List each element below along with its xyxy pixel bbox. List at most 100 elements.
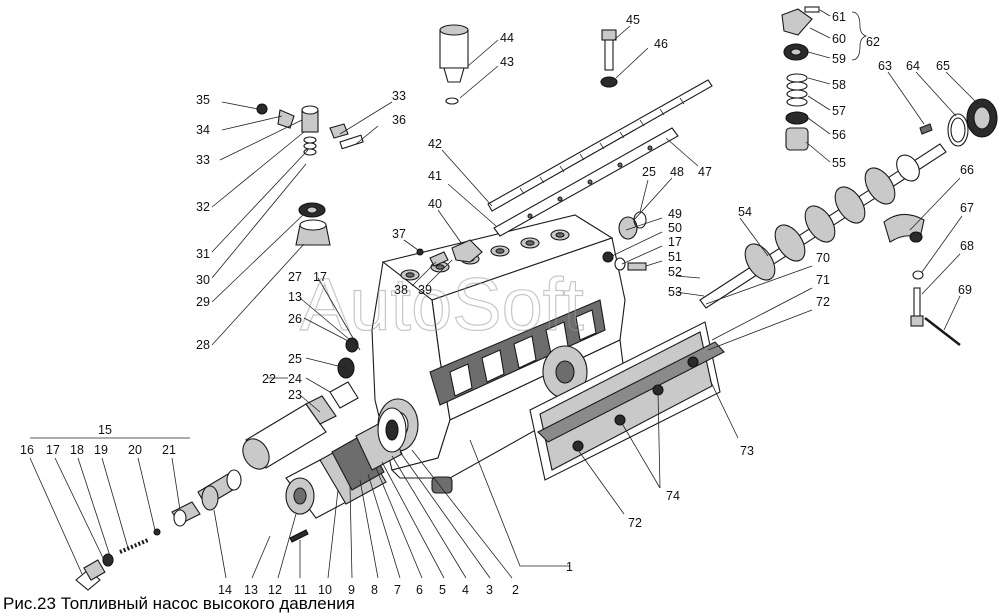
callout-48: 48	[670, 165, 684, 179]
figure-caption: Рис.23 Топливный насос высокого давления	[3, 594, 355, 613]
callout-6: 6	[416, 583, 423, 597]
callout-33-right: 33	[392, 89, 406, 103]
callout-66: 66	[960, 163, 974, 177]
callout-55: 55	[832, 156, 846, 170]
control-rack	[487, 79, 713, 212]
plug	[431, 476, 453, 494]
callout-65: 65	[936, 59, 950, 73]
callout-50: 50	[668, 221, 682, 235]
bolt-51	[627, 262, 647, 271]
callout-59: 59	[832, 52, 846, 66]
callout-60: 60	[832, 32, 846, 46]
callout-10: 10	[318, 583, 332, 597]
callout-labels: 1 2 3 4 5 6 7 8 9 10 11 12 13 14 15 16 1…	[20, 10, 974, 597]
ring-64	[947, 113, 969, 147]
callout-62: 62	[866, 35, 880, 49]
fitting-38	[429, 251, 449, 267]
callout-73: 73	[740, 444, 754, 458]
callout-67: 67	[960, 201, 974, 215]
callout-63: 63	[878, 59, 892, 73]
callout-54: 54	[738, 205, 752, 219]
callout-68: 68	[960, 239, 974, 253]
callout-22: 22	[262, 372, 276, 386]
side-cover-gasket	[537, 341, 725, 443]
callout-47: 47	[698, 165, 712, 179]
watermark: AutoSoft	[300, 263, 584, 346]
delivery-valve-holder-44	[439, 24, 469, 83]
callout-30: 30	[196, 273, 210, 287]
callout-53: 53	[668, 285, 682, 299]
bearing-cap-66	[883, 213, 925, 243]
washer-46	[600, 76, 618, 88]
tappet-assembly	[781, 6, 820, 151]
callout-4: 4	[462, 583, 469, 597]
callout-13-bottom: 13	[244, 583, 258, 597]
callout-14: 14	[218, 583, 232, 597]
callout-27: 27	[288, 270, 302, 284]
washer-43	[445, 97, 459, 105]
callout-18: 18	[70, 443, 84, 457]
pin-69	[924, 317, 961, 346]
callout-29: 29	[196, 295, 210, 309]
callout-40: 40	[428, 197, 442, 211]
callout-15: 15	[98, 423, 112, 437]
callout-69: 69	[958, 283, 972, 297]
callout-42: 42	[428, 137, 442, 151]
callout-26: 26	[288, 312, 302, 326]
callout-39: 39	[418, 283, 432, 297]
callout-7: 7	[394, 583, 401, 597]
callout-17-top: 17	[313, 270, 327, 284]
callout-43: 43	[500, 55, 514, 69]
callout-61: 61	[832, 10, 846, 24]
callout-17-right: 17	[668, 235, 682, 249]
callout-25-right: 25	[642, 165, 656, 179]
bolt-45	[601, 29, 617, 71]
cover-screw	[687, 356, 699, 368]
leader-lines	[29, 9, 979, 579]
callout-72-bottom: 72	[628, 516, 642, 530]
bearing-65	[966, 98, 998, 138]
callout-57: 57	[832, 104, 846, 118]
callout-16: 16	[20, 443, 34, 457]
callout-34: 34	[196, 123, 210, 137]
callout-25-left: 25	[288, 352, 302, 366]
tappet-windows	[429, 299, 606, 406]
callout-1: 1	[566, 560, 573, 574]
ball-37	[416, 248, 424, 256]
callout-44: 44	[500, 31, 514, 45]
callout-20: 20	[128, 443, 142, 457]
callout-35: 35	[196, 93, 210, 107]
callout-56: 56	[832, 128, 846, 142]
callout-41: 41	[428, 169, 442, 183]
washer-50	[614, 257, 626, 271]
plug-40	[451, 239, 483, 263]
coupling-assembly	[197, 337, 407, 543]
callout-23: 23	[288, 388, 302, 402]
callout-49: 49	[668, 207, 682, 221]
callout-46: 46	[654, 37, 668, 51]
ring-67	[912, 270, 924, 280]
control-rod	[493, 127, 679, 237]
callout-36: 36	[392, 113, 406, 127]
bolt-68	[910, 287, 924, 327]
callout-13-top: 13	[288, 290, 302, 304]
callout-32: 32	[196, 200, 210, 214]
callout-17-left: 17	[46, 443, 60, 457]
callout-33-left: 33	[196, 153, 210, 167]
callout-45: 45	[626, 13, 640, 27]
callout-31: 31	[196, 247, 210, 261]
callout-5: 5	[439, 583, 446, 597]
callout-70: 70	[816, 251, 830, 265]
regulator-assembly	[256, 103, 364, 246]
nut-49	[602, 251, 614, 263]
callout-74: 74	[666, 489, 680, 503]
primer-pump-assembly	[75, 501, 201, 591]
callout-8: 8	[371, 583, 378, 597]
callout-11: 11	[294, 583, 307, 597]
camshaft	[699, 143, 947, 309]
callout-58: 58	[832, 78, 846, 92]
callout-71: 71	[816, 273, 830, 287]
callout-38: 38	[394, 283, 408, 297]
callout-64: 64	[906, 59, 920, 73]
callout-3: 3	[486, 583, 493, 597]
